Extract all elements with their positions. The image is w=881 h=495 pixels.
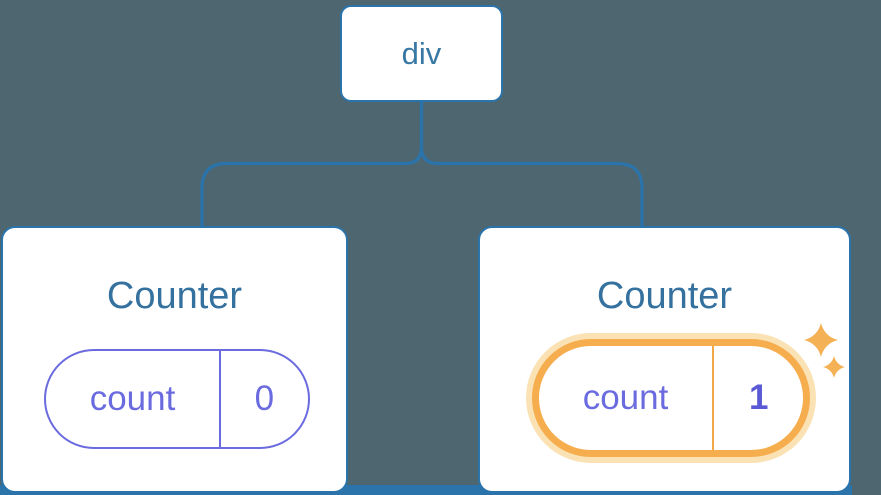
root-node-div: div — [340, 5, 503, 102]
state-pill: count 0 — [44, 349, 310, 449]
bottom-edge-line — [0, 485, 852, 495]
component-title: Counter — [106, 275, 243, 317]
sparkle-icon — [804, 323, 845, 378]
state-pill-highlighted: count 1 — [532, 339, 810, 457]
counter-card-left: Counter count 0 — [1, 226, 348, 493]
state-key-label: count — [89, 379, 176, 418]
state-value: 0 — [254, 379, 275, 418]
component-title: Counter — [596, 275, 733, 317]
counter-card-right: Counter count 1 — [478, 226, 851, 493]
root-node-label: div — [401, 35, 442, 71]
connector-left-branch — [200, 101, 424, 227]
state-key-label: count — [582, 378, 669, 417]
sparkle-small — [823, 356, 845, 378]
connector-right-branch — [419, 101, 644, 227]
pill-divider — [712, 346, 715, 450]
pill-divider — [219, 351, 221, 447]
sparkle-large — [804, 323, 838, 357]
state-value: 1 — [748, 378, 769, 417]
